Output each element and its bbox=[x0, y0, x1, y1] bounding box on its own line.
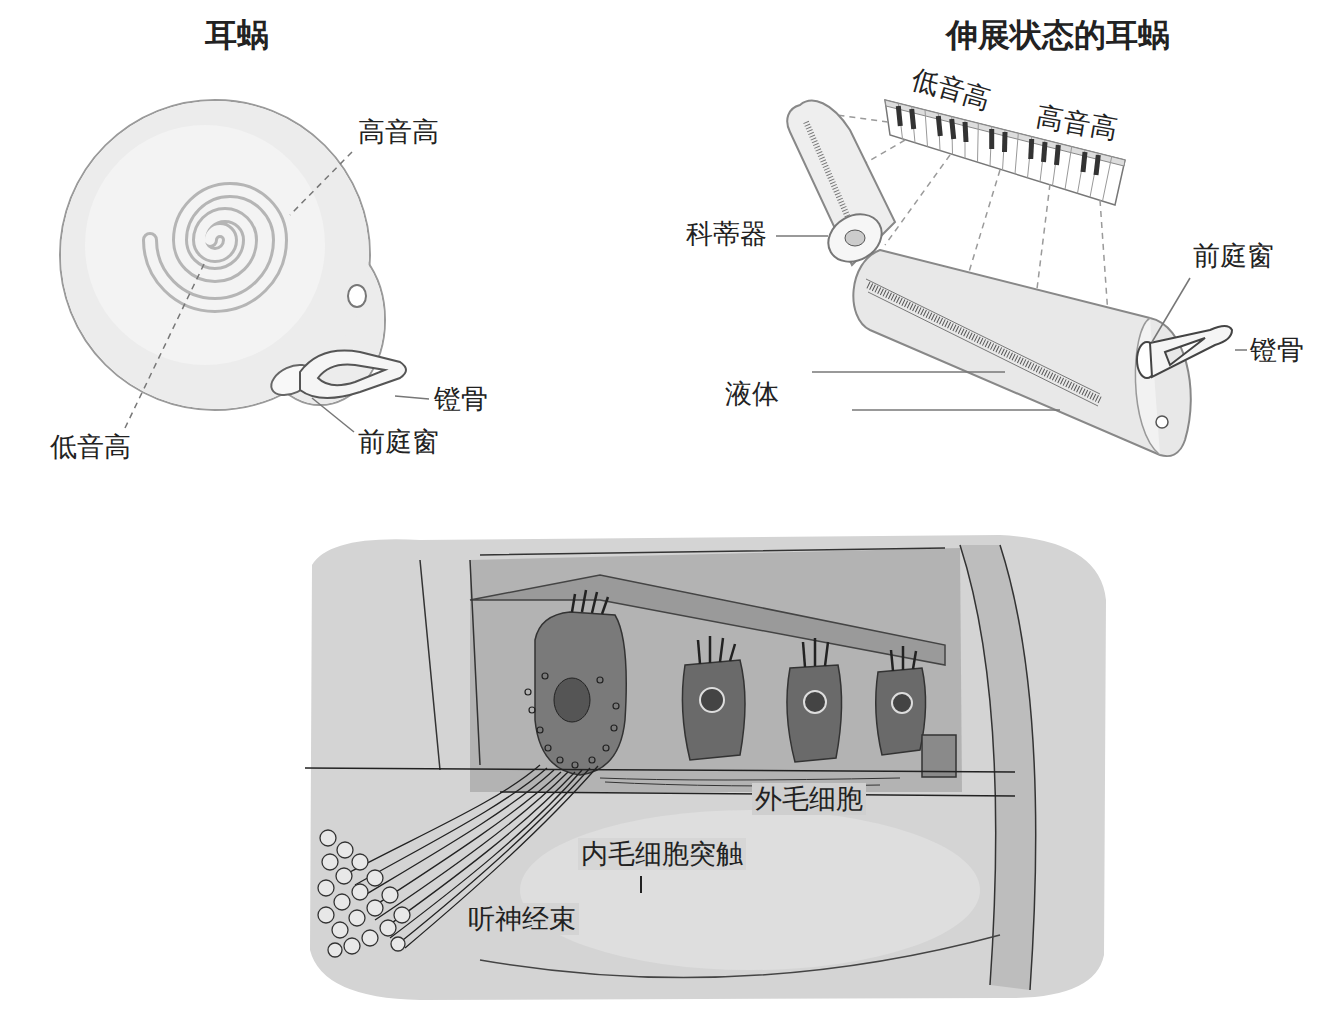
pitch-label: 高音高 bbox=[358, 116, 439, 148]
part-label: 听神经束 bbox=[465, 903, 579, 935]
hair-cell-watercolor bbox=[305, 535, 1106, 1000]
part-label: 科蒂器 bbox=[686, 218, 767, 250]
panel-heading: 耳蜗 bbox=[205, 16, 269, 54]
pitch-label: 低音高 bbox=[50, 431, 131, 463]
part-label: 前庭窗 bbox=[1193, 240, 1274, 272]
part-label: 外毛细胞 bbox=[752, 783, 866, 815]
pitch-label: 低音高 bbox=[908, 63, 995, 116]
part-label: 内毛细胞突触 bbox=[578, 838, 746, 870]
part-label: 液体 bbox=[725, 378, 779, 410]
stretched-cochlea bbox=[787, 101, 1232, 456]
leader-lines-left bbox=[125, 152, 429, 432]
part-label: 前庭窗 bbox=[358, 426, 439, 458]
panel-heading: 伸展状态的耳蜗 bbox=[946, 16, 1170, 54]
stapes-left bbox=[267, 351, 406, 402]
part-label: 镫骨 bbox=[434, 383, 488, 415]
piano-keyboard bbox=[885, 100, 1125, 205]
leader-lines-right bbox=[776, 236, 1247, 410]
pitch-label: 高音高 bbox=[1034, 100, 1119, 146]
part-label: 镫骨 bbox=[1250, 334, 1304, 366]
